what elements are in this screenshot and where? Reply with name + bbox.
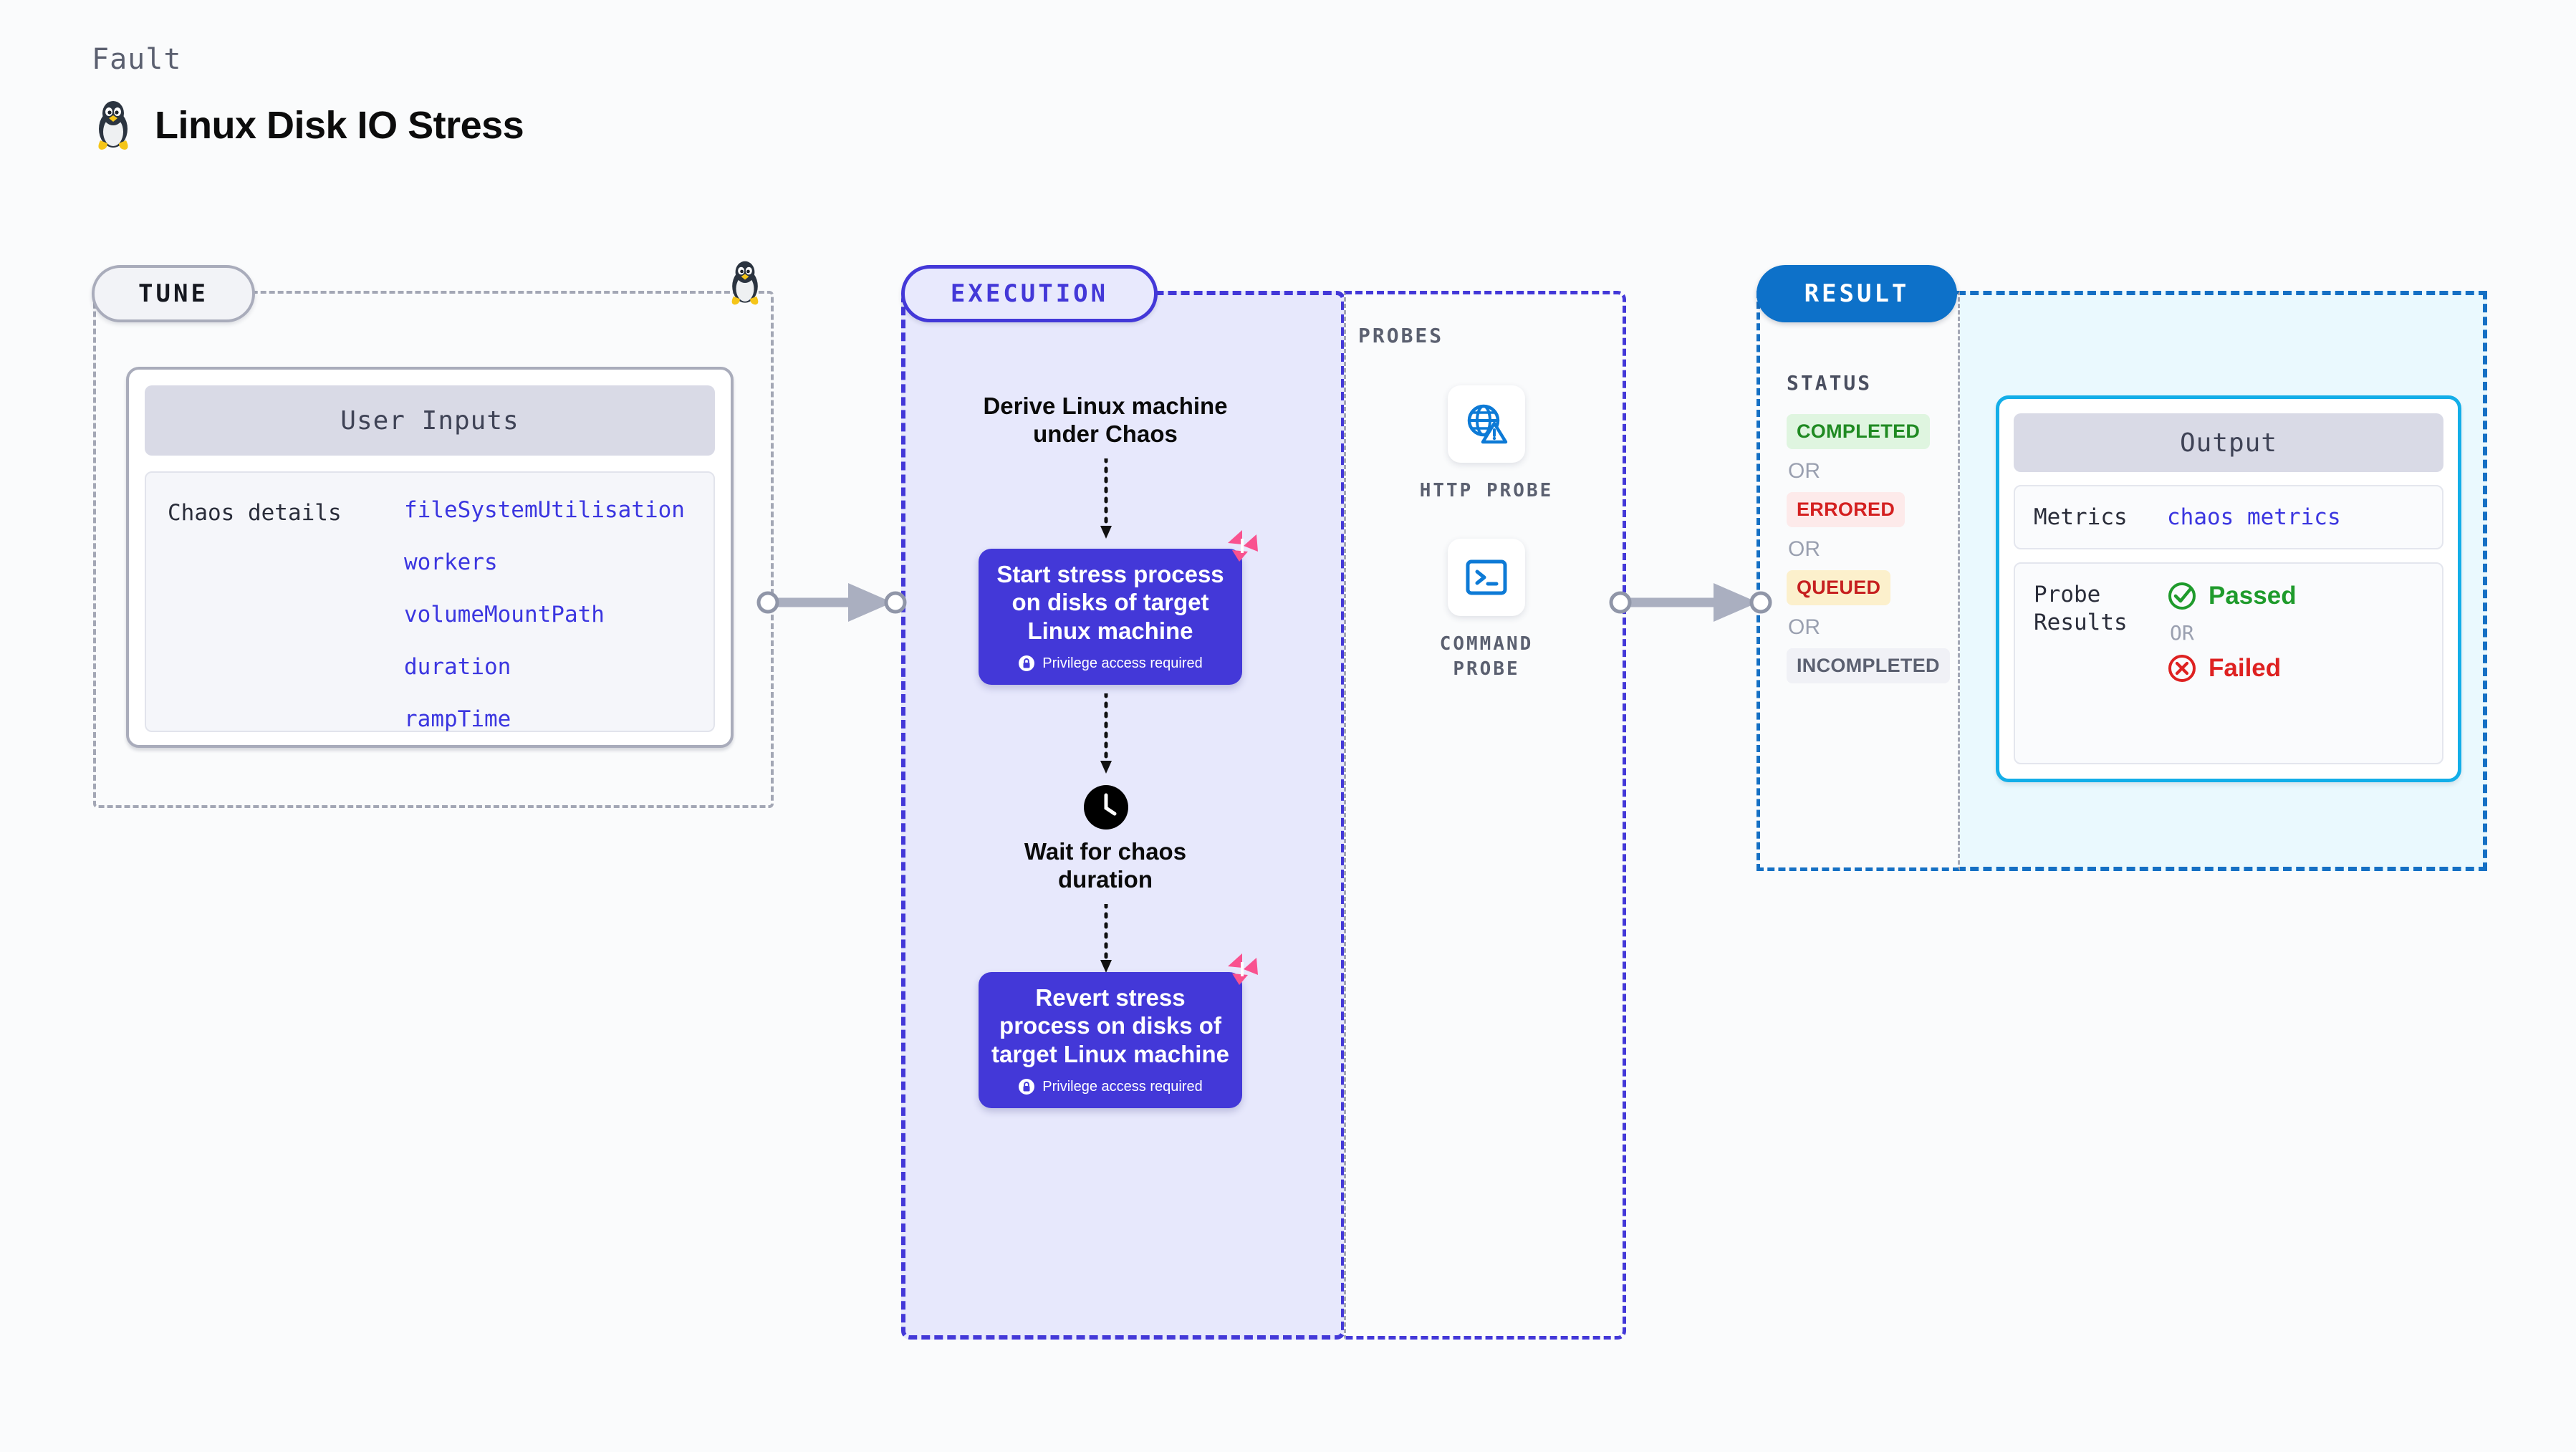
linux-penguin-icon-tune <box>725 259 765 310</box>
param-item[interactable]: volumeMountPath <box>404 602 605 628</box>
wait-step-label: Wait for chaos duration <box>1024 838 1187 893</box>
flow-arrow-down <box>1097 691 1115 780</box>
probe-result-passed: Passed <box>2167 581 2297 611</box>
connector-tune-to-execution <box>756 577 907 631</box>
privilege-note: Privilege access required <box>1018 1078 1203 1095</box>
status-badge: ERRORED <box>1787 492 1905 527</box>
metrics-row: Metrics chaos metrics <box>2014 485 2443 549</box>
metrics-value[interactable]: chaos metrics <box>2167 504 2341 530</box>
probe-results-key: Probe Results <box>2034 582 2128 635</box>
result-pill[interactable]: RESULT <box>1756 265 1957 322</box>
status-or: OR <box>1788 615 1820 639</box>
probe-command[interactable]: COMMAND PROBE <box>1404 539 1569 682</box>
param-item[interactable]: duration <box>404 654 511 680</box>
chaos-step-start[interactable]: Start stress process on disks of target … <box>979 530 1258 685</box>
page-header: Fault Linux Disk IO Stress <box>92 43 524 152</box>
flow-arrow-down <box>1097 456 1115 545</box>
probe-results-row: Probe Results Passed OR Failed <box>2014 562 2443 764</box>
lock-icon <box>1019 1079 1035 1095</box>
terminal-icon <box>1448 539 1525 616</box>
chaos-step-title: Revert stress process on disks of target… <box>991 984 1229 1067</box>
execution-pill[interactable]: EXECUTION <box>901 265 1158 322</box>
failed-label: Failed <box>2209 654 2282 682</box>
derive-step-label: Derive Linux machine under Chaos <box>983 393 1228 447</box>
chaos-step-title: Start stress process on disks of target … <box>996 560 1224 644</box>
status-label: STATUS <box>1787 371 1873 395</box>
tune-region <box>93 291 774 808</box>
x-circle-icon <box>2168 655 2196 682</box>
status-badge: INCOMPLETED <box>1787 648 1950 683</box>
check-circle-icon <box>2168 582 2196 610</box>
clock-icon <box>1084 785 1128 833</box>
litmus-chaos-icon <box>1224 527 1261 568</box>
privilege-text: Privilege access required <box>1042 1078 1203 1095</box>
privilege-note: Privilege access required <box>1018 655 1203 672</box>
globe-warning-icon <box>1448 385 1525 463</box>
metrics-key: Metrics <box>2034 504 2128 530</box>
chaos-details-label: Chaos details <box>168 500 342 526</box>
status-badge: COMPLETED <box>1787 414 1931 449</box>
probe-http-label: HTTP PROBE <box>1419 480 1554 501</box>
user-inputs-card: User Inputs Chaos details fileSystemUtil… <box>126 367 734 748</box>
status-badge: QUEUED <box>1787 570 1891 605</box>
param-item[interactable]: workers <box>404 549 498 575</box>
chaos-params-list: fileSystemUtilisation workers volumeMoun… <box>404 497 685 732</box>
status-or: OR <box>1788 459 1820 483</box>
title-row: Linux Disk IO Stress <box>92 99 524 152</box>
probe-result-failed: Failed <box>2167 653 2297 683</box>
fault-kicker: Fault <box>92 43 182 76</box>
probe-results-values: Passed OR Failed <box>2167 581 2297 683</box>
page-title: Linux Disk IO Stress <box>155 104 524 147</box>
tune-pill[interactable]: TUNE <box>92 265 255 322</box>
probes-region <box>1344 291 1626 1340</box>
chaos-step-revert[interactable]: Revert stress process on disks of target… <box>979 953 1258 1108</box>
user-inputs-title: User Inputs <box>145 385 715 456</box>
connector-execution-to-result <box>1609 577 1774 631</box>
param-item[interactable]: fileSystemUtilisation <box>404 497 685 523</box>
linux-penguin-icon <box>92 99 135 152</box>
privilege-text: Privilege access required <box>1042 655 1203 671</box>
output-title: Output <box>2014 413 2443 472</box>
status-list: COMPLETED OR ERRORED OR QUEUED OR INCOMP… <box>1787 414 1951 683</box>
probe-command-label: COMMAND PROBE <box>1439 633 1534 681</box>
param-item[interactable]: rampTime <box>404 706 511 732</box>
chaos-details-box: Chaos details fileSystemUtilisation work… <box>145 471 715 732</box>
probe-result-or: OR <box>2170 621 2194 645</box>
passed-label: Passed <box>2209 582 2297 610</box>
litmus-chaos-icon <box>1224 951 1261 991</box>
probes-label: PROBES <box>1358 324 1444 347</box>
status-or: OR <box>1788 537 1820 561</box>
flow-arrow-down <box>1097 902 1115 979</box>
probe-http[interactable]: HTTP PROBE <box>1404 385 1569 504</box>
output-card: Output Metrics chaos metrics Probe Resul… <box>1996 395 2461 782</box>
lock-icon <box>1019 655 1035 672</box>
